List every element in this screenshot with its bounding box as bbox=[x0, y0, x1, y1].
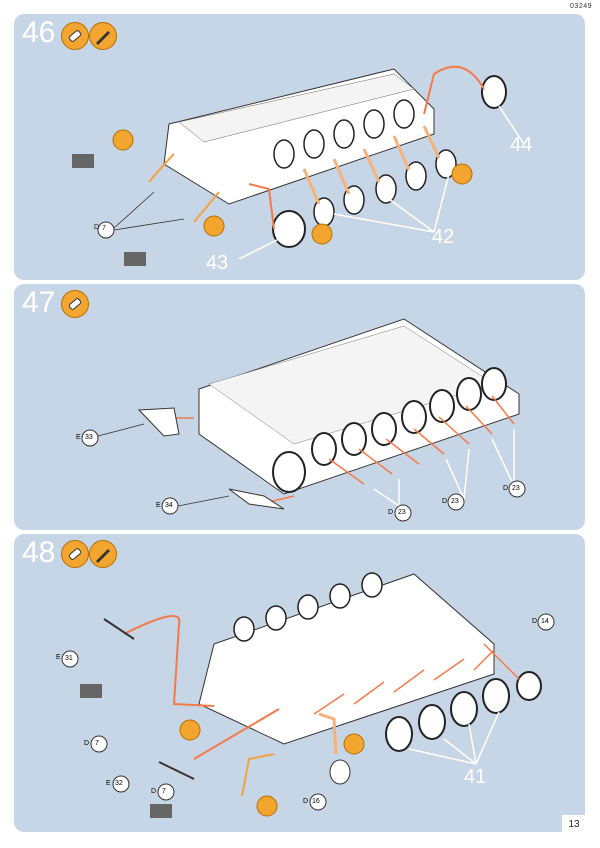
paint-brush-icon bbox=[89, 540, 117, 568]
sprue-letter: D bbox=[532, 618, 538, 625]
step-47-illustration bbox=[81, 318, 526, 522]
glue-tube-icon bbox=[61, 290, 89, 318]
step-48-illustration bbox=[61, 572, 555, 818]
part-number: 23 bbox=[512, 485, 520, 492]
step-46-panel: 46 bbox=[14, 14, 585, 280]
part-number: 33 bbox=[85, 434, 93, 441]
sprue-letter: D bbox=[94, 224, 100, 231]
sprue-letter: D bbox=[388, 509, 394, 516]
glue-tube-icon bbox=[61, 22, 89, 50]
sprue-letter: D bbox=[503, 485, 509, 492]
product-code: 03249 bbox=[570, 3, 592, 10]
sprue-letter: E bbox=[56, 654, 61, 661]
callout-41: 41 bbox=[464, 766, 487, 788]
step-48-panel: 48 bbox=[14, 534, 585, 832]
step-number: 47 bbox=[22, 286, 56, 319]
callout-43: 43 bbox=[206, 252, 229, 274]
sprue-letter: E bbox=[76, 434, 81, 441]
callout-42: 42 bbox=[432, 226, 455, 248]
sprue-letter: E bbox=[156, 502, 161, 509]
part-number: 32 bbox=[115, 780, 123, 787]
step-47-panel: 47 E 33 bbox=[14, 284, 585, 530]
paint-brush-icon bbox=[89, 22, 117, 50]
part-number: 34 bbox=[165, 502, 173, 509]
step-number: 48 bbox=[22, 536, 56, 569]
page-number: 13 bbox=[562, 815, 586, 835]
step-46-illustration bbox=[72, 65, 525, 266]
part-number: 7 bbox=[95, 740, 99, 747]
sprue-letter: D bbox=[442, 498, 448, 505]
part-number: 7 bbox=[162, 788, 166, 795]
part-number: 23 bbox=[451, 498, 459, 505]
part-number: 31 bbox=[65, 655, 73, 662]
step-number: 46 bbox=[22, 16, 56, 49]
sprue-letter: D bbox=[151, 788, 157, 795]
glue-tube-icon bbox=[61, 540, 89, 568]
sprue-letter: D bbox=[303, 798, 309, 805]
sprue-letter: E bbox=[106, 780, 111, 787]
part-number: 16 bbox=[312, 798, 320, 805]
callout-44: 44 bbox=[510, 134, 533, 156]
sprue-letter: D bbox=[84, 740, 90, 747]
part-number: 23 bbox=[398, 509, 406, 516]
part-number: 14 bbox=[541, 618, 549, 625]
part-number: 7 bbox=[102, 225, 106, 232]
